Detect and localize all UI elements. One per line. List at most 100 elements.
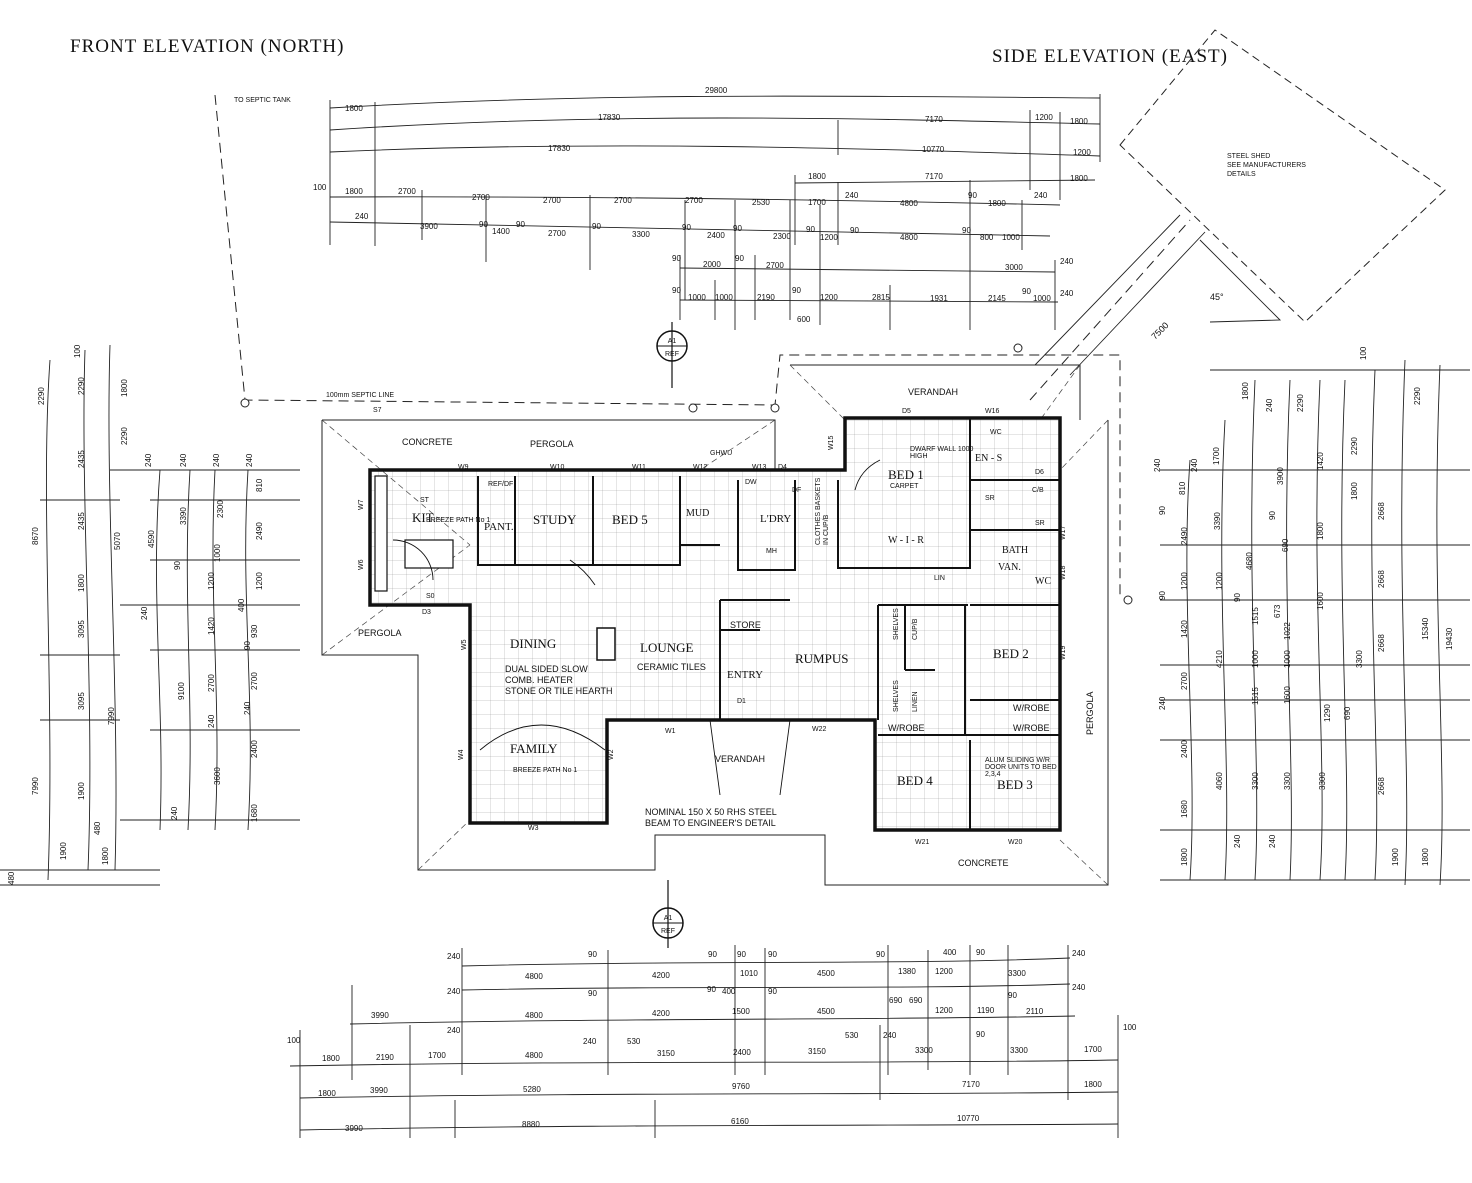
tag-sr-2: SR — [1035, 520, 1045, 527]
dim-b2-5: 400 — [722, 987, 736, 996]
dim-l1-4: 7990 — [31, 777, 40, 795]
dim-l4-0: 240 — [144, 453, 153, 467]
dim-b3-15: 3300 — [1010, 1046, 1028, 1055]
dim-t6-7: 3300 — [632, 230, 650, 239]
dim-l1-5: 480 — [7, 871, 16, 885]
dim-l3-4: 1800 — [101, 847, 110, 865]
heater-note-3: STONE OR TILE HEARTH — [505, 686, 613, 696]
sliding-note-3: 2,3,4 — [985, 771, 1001, 778]
tag-w7: W7 — [358, 499, 365, 510]
tag-w13: W13 — [752, 464, 767, 471]
left-dims: 100 2290 1800 8670 7990 480 2290 2435 24… — [7, 344, 264, 885]
dim-r5-6: 690 — [1343, 706, 1352, 720]
dim-t5-2: 2700 — [398, 187, 416, 196]
tag-w12: W12 — [693, 464, 708, 471]
room-concrete-top: CONCRETE — [402, 437, 453, 447]
dim-r7-5: 2290 — [1413, 387, 1422, 405]
tag-w3: W3 — [528, 825, 539, 832]
dim-b5-1: 3990 — [345, 1124, 363, 1133]
top-dims: 29800 1800 17830 7170 1200 1800 17830 10… — [313, 86, 1091, 324]
dim-l4-2: 240 — [140, 606, 149, 620]
ceramic-tiles-note: CERAMIC TILES — [637, 662, 706, 672]
dim-l1-2: 1800 — [120, 379, 129, 397]
dim-l1-3: 8670 — [31, 527, 40, 545]
room-wrobe-bed4: W/ROBE — [888, 723, 925, 733]
tag-w11: W11 — [632, 464, 646, 471]
dim-r3-6: 1515 — [1251, 687, 1260, 705]
dim-t2-3: 1200 — [1035, 113, 1053, 122]
dim-r1-2: 2490 — [1180, 527, 1189, 545]
dim-l6-5: 930 — [250, 624, 259, 638]
dim-r6-4: 2668 — [1377, 634, 1386, 652]
dim-t6-16: 90 — [962, 226, 971, 235]
room-lounge: LOUNGE — [640, 640, 693, 655]
room-shelves-1: SHELVES — [893, 608, 900, 640]
dim-b2-4: 90 — [707, 985, 716, 994]
steel-shed-note-1: STEEL SHED — [1227, 153, 1270, 160]
dim-t5-1: 1800 — [345, 187, 363, 196]
dim-r3-4: 1515 — [1251, 607, 1260, 625]
room-rumpus: RUMPUS — [795, 651, 848, 666]
tag-d1: D1 — [737, 698, 746, 705]
room-study: STUDY — [533, 512, 577, 527]
dim-b1-13: 90 — [976, 948, 985, 957]
dim-l3-5: 480 — [93, 821, 102, 835]
fireplace — [596, 627, 616, 661]
right-dims: 240 810 2490 1200 1420 2700 2400 1680 18… — [1153, 346, 1454, 866]
room-entry: ENTRY — [727, 669, 763, 681]
dim-t7-0: 90 — [672, 254, 681, 263]
dim-t6-0: 240 — [355, 212, 369, 221]
dim-t8-3: 2190 — [757, 293, 775, 302]
dim-l4-1: 4590 — [147, 530, 156, 548]
tag-w16: W16 — [985, 408, 1000, 415]
dim-t3-1: 10770 — [922, 145, 945, 154]
dim-t5-12: 1800 — [988, 199, 1006, 208]
dim-b2-15: 240 — [1072, 983, 1086, 992]
dim-l4-4: 3600 — [213, 767, 222, 785]
dim-t2-4: 1800 — [1070, 117, 1088, 126]
room-concrete-bottom: CONCRETE — [958, 858, 1009, 868]
dim-r4-4: 673 — [1273, 604, 1282, 618]
dim-t8-8: 2145 — [988, 294, 1006, 303]
dim-b3-1: 1800 — [322, 1054, 340, 1063]
septic-line — [214, 94, 1191, 600]
dim-t6-1: 3900 — [420, 222, 438, 231]
dim-r3-3: 90 — [1233, 593, 1242, 602]
dim-l6-0: 240 — [212, 453, 221, 467]
dim-l2-8: 1900 — [59, 842, 68, 860]
dim-t5-0: 100 — [313, 183, 327, 192]
dim-b1-0: 240 — [447, 952, 461, 961]
dim-t3-2: 1200 — [1073, 148, 1091, 157]
tag-w20: W20 — [1008, 839, 1023, 846]
dim-t2-2: 7170 — [925, 115, 943, 124]
misc-tags: DW DF MH REF/DF ST WC SR C/B — [420, 429, 1045, 555]
angle-note: 45° — [1210, 292, 1224, 302]
room-linen-cupboard: LIN — [934, 575, 945, 582]
dim-r6-0: 2290 — [1350, 437, 1359, 455]
dim-r7-4: 1800 — [1421, 848, 1430, 866]
tag-st: ST — [420, 497, 430, 504]
dim-b3-4: 240 — [447, 1026, 461, 1035]
window-tags: W1 W2 W3 W4 W5 W6 W7 W9 W10 W11 W12 W13 … — [358, 407, 1067, 846]
dim-b5-2: 8880 — [522, 1120, 540, 1129]
dim-t6-3: 1400 — [492, 227, 510, 236]
room-verandah-bottom: VERANDAH — [715, 754, 765, 764]
dim-b1-3: 4200 — [652, 971, 670, 980]
dim-r7-2: 15340 — [1421, 617, 1430, 640]
dim-r6-3: 2668 — [1377, 570, 1386, 588]
dim-l6-2: 1000 — [213, 544, 222, 562]
shed-dimension: 7500 — [1149, 320, 1170, 341]
dim-l4-5: 240 — [170, 806, 179, 820]
dim-b2-1: 4800 — [525, 1011, 543, 1020]
top-dimension-lines — [329, 94, 1101, 330]
dim-b1-12: 1200 — [935, 967, 953, 976]
dim-b1-7: 90 — [768, 950, 777, 959]
right-dimension-lines — [1160, 359, 1470, 886]
dim-b1-2: 90 — [588, 950, 597, 959]
dim-t6-6: 90 — [592, 222, 601, 231]
dim-t7-3: 2700 — [766, 261, 784, 270]
dim-l2-7: 1900 — [77, 782, 86, 800]
dim-b2-7: 90 — [768, 987, 777, 996]
dim-l6-1: 2300 — [216, 500, 225, 518]
dim-r4-2: 90 — [1268, 511, 1277, 520]
